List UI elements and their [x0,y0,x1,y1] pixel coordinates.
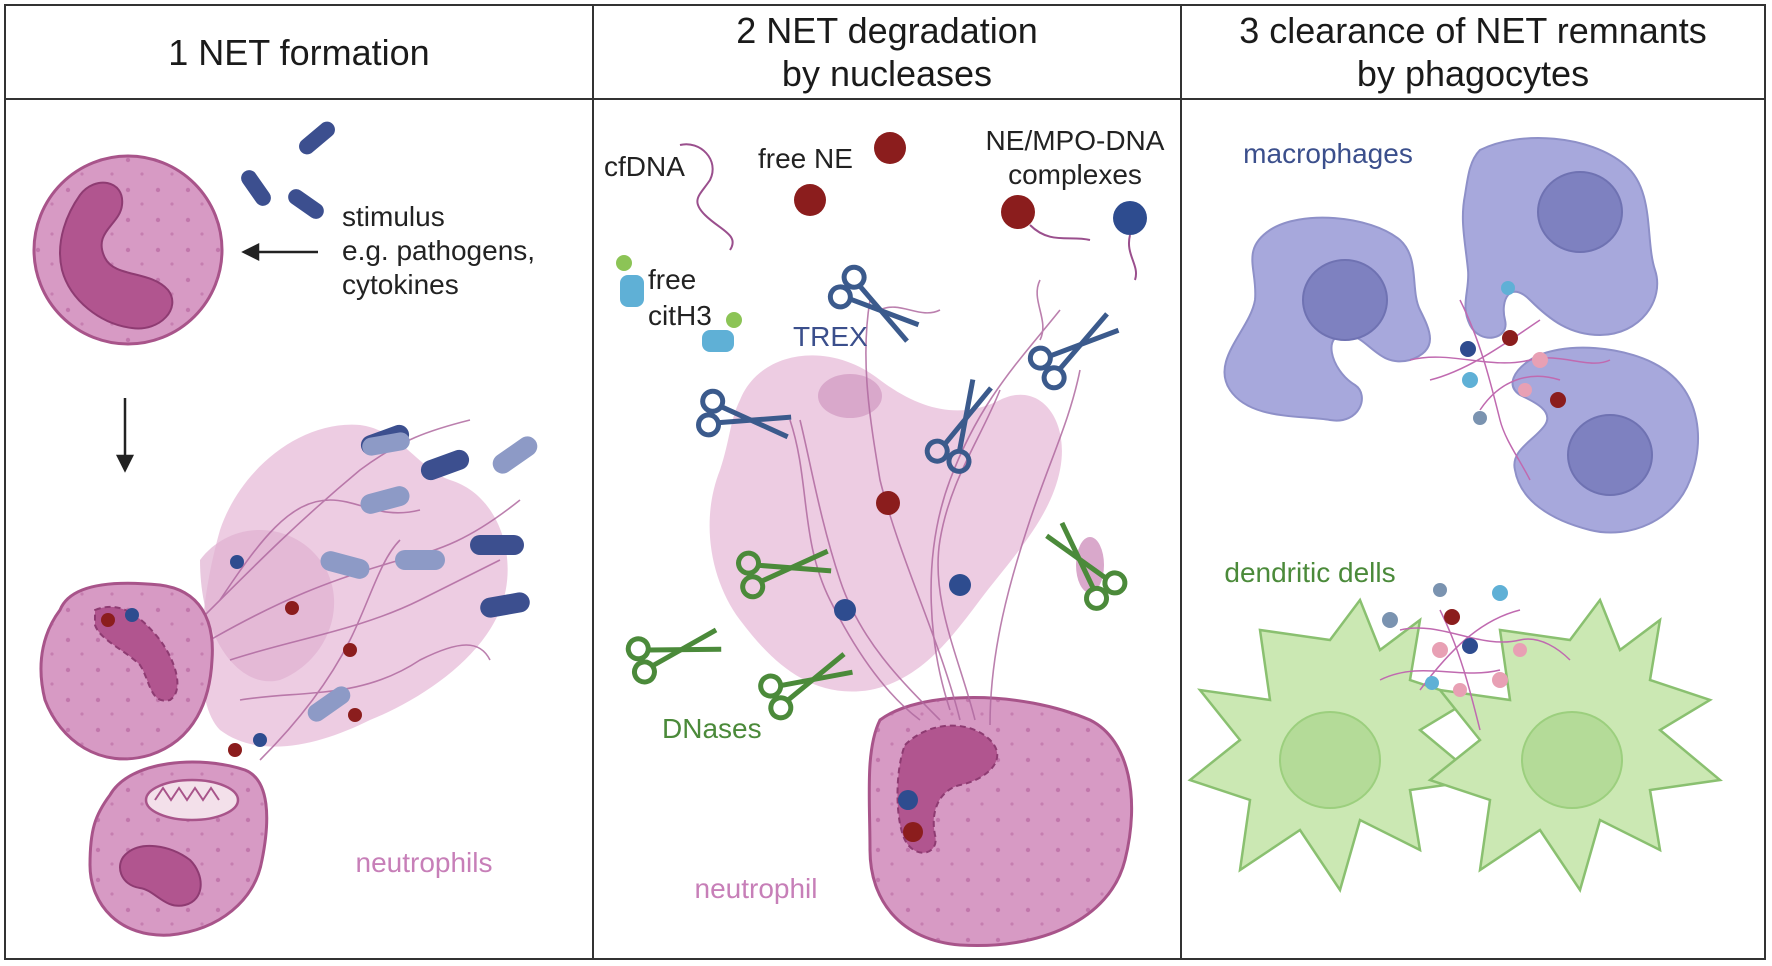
dnases-label: DNases [662,713,762,744]
free-cith3-label: free citH3 [648,264,712,331]
stimulus-label: stimulus e.g. pathogens, cytokines [342,201,536,300]
net-fibers-1 [199,419,521,761]
dendritic-cell-1 [1187,597,1483,893]
degrading-neutrophil [867,696,1134,948]
netosing-neutrophil-2 [88,760,269,937]
stimulus-bacteria [241,121,335,219]
net-mpo-marker-2 [834,599,856,621]
net-cloud-2 [709,355,1062,692]
macrophage-1 [1223,216,1431,422]
panel2-title: 2 NET degradation by nucleases [736,10,1038,94]
neutrophil-label: neutrophil [695,873,818,904]
dendritic-cell-2 [1427,597,1723,893]
cfdna-strand [679,143,734,251]
stimulus-arrow [241,242,318,262]
dendritic-label: dendritic dells [1224,557,1395,588]
particles-dendritic [1382,583,1527,697]
resting-neutrophil [32,154,224,346]
free-ne-label: free NE [758,143,853,174]
ne-markers-1 [101,601,362,757]
dnase-scissors [625,521,1128,721]
panel-divider-2 [1180,4,1182,960]
formation-arrow [115,398,135,473]
free-cith3 [616,255,742,352]
net-mpo-marker-1 [949,574,971,596]
trex-label: TREX [793,321,868,352]
mpo-markers-1 [125,555,267,747]
complexes-label: NE/MPO-DNA complexes [985,125,1165,190]
cfdna-label: cfDNA [604,151,685,182]
panel1-title: 1 NET formation [168,31,430,73]
panel-divider-1 [592,4,594,960]
neutrophils-label: neutrophils [356,847,493,878]
particles-macrophages [1460,281,1566,425]
net-fibers-2 [789,279,1081,726]
figure-frame [4,4,1766,960]
net-remnants-macrophages [1409,299,1611,481]
free-ne [794,132,906,216]
panel3-title: 3 clearance of NET remnants by phagocyte… [1239,10,1707,94]
trapped-bacteria [307,424,538,722]
ne-mpo-dna-complexes [1001,195,1147,281]
macrophage-3 [1511,346,1699,534]
header-divider [4,98,1766,100]
trex-scissors [696,264,1120,474]
macrophage-2 [1461,137,1659,339]
net-ne-marker [876,491,900,515]
macrophages-label: macrophages [1243,138,1413,169]
netosing-neutrophil-1 [39,581,214,761]
